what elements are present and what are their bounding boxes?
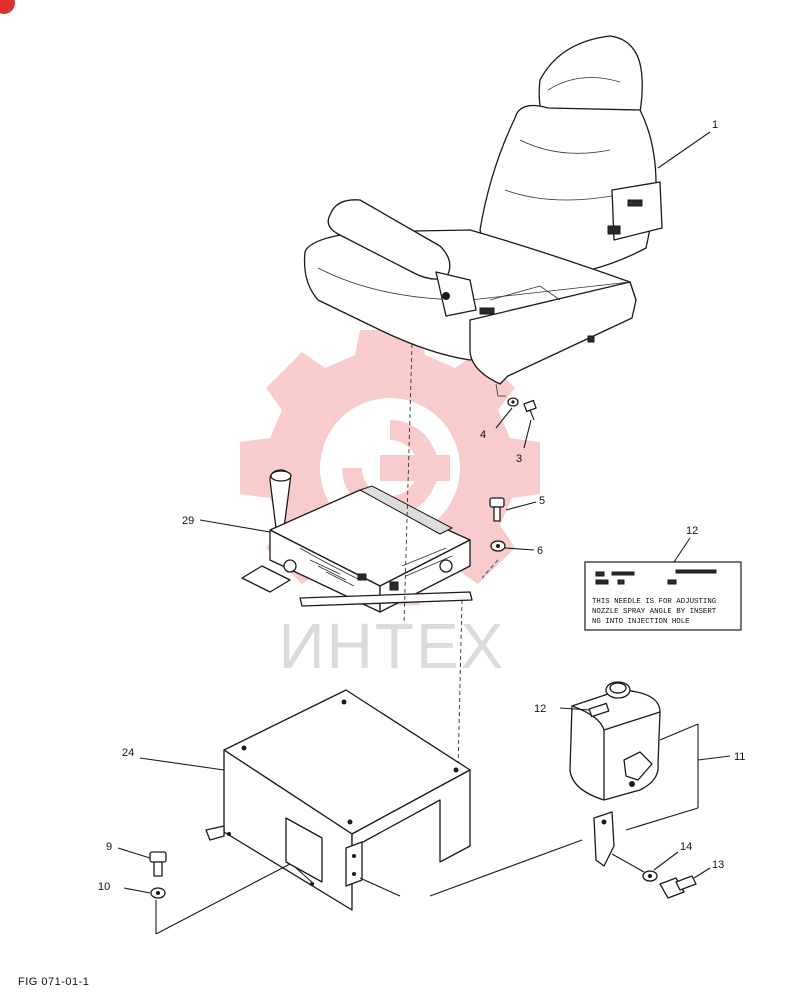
watermark-text: ИНТЕХ	[279, 610, 506, 682]
callout-12-decal: 12	[686, 525, 698, 537]
callout-14: 14	[680, 841, 692, 853]
figure-id: FIG 071-01-1	[18, 976, 90, 988]
warning-decal: THIS NEEDLE IS FOR ADJUSTING NOZZLE SPRA…	[584, 561, 742, 631]
callout-5: 5	[539, 495, 545, 507]
decal-line-2: NOZZLE SPRAY ANGLE BY INSERT	[592, 608, 717, 616]
washer-14	[642, 870, 658, 882]
seat-suspension	[241, 469, 473, 613]
callout-9: 9	[106, 841, 112, 853]
bolt-9	[149, 851, 167, 877]
tank-bracket	[593, 811, 615, 867]
callout-3: 3	[516, 453, 522, 465]
callout-1: 1	[712, 119, 718, 131]
washer-4	[507, 397, 519, 407]
callout-24: 24	[122, 747, 134, 759]
water-tank	[569, 681, 661, 801]
callout-6: 6	[537, 545, 543, 557]
decal-line-3: NG INTO INJECTION HOLE	[592, 618, 690, 626]
callout-10: 10	[98, 881, 110, 893]
callout-12-tank: 12	[534, 703, 546, 715]
bolt-3	[523, 399, 537, 421]
decal-line-1: THIS NEEDLE IS FOR ADJUSTING	[592, 598, 716, 606]
washer-6	[490, 540, 506, 552]
washer-10	[150, 887, 166, 899]
corner-badge	[0, 0, 15, 14]
seat-base-bracket	[205, 689, 471, 911]
callout-11: 11	[734, 751, 745, 763]
callout-4: 4	[480, 429, 486, 441]
operator-seat	[303, 35, 663, 397]
callout-13: 13	[712, 859, 724, 871]
bolt-13	[659, 875, 697, 899]
bolt-5	[489, 497, 505, 522]
callout-29: 29	[182, 515, 194, 527]
